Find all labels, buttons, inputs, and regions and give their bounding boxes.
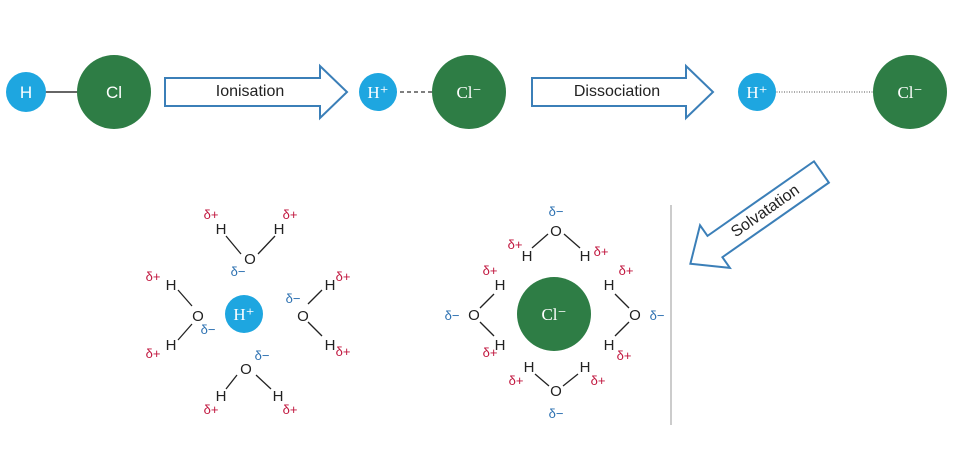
svg-text:δ−: δ− <box>549 406 564 421</box>
svg-text:H: H <box>273 388 284 405</box>
svg-text:O: O <box>192 308 204 325</box>
hydrogen-ion <box>359 73 397 111</box>
svg-text:δ+: δ+ <box>283 207 298 222</box>
water-molecule-top-cl: δ− O H H δ+ δ+ <box>508 204 609 265</box>
chloride-ion-free <box>873 55 947 129</box>
svg-text:δ+: δ+ <box>146 269 161 284</box>
svg-text:H: H <box>216 388 227 405</box>
hydrogen-ion-free <box>738 73 776 111</box>
svg-text:δ+: δ+ <box>283 402 298 417</box>
solvated-chloride-ion <box>517 277 591 351</box>
water-molecule-bottom-cl: H H O δ− δ+ δ+ <box>509 359 606 421</box>
svg-text:δ−: δ− <box>201 322 216 337</box>
hydrogen-atom <box>6 72 46 112</box>
svg-text:O: O <box>240 361 252 378</box>
solvated-chloride-ion-label: Cl⁻ <box>541 305 566 324</box>
dissociation-arrow <box>531 63 715 121</box>
svg-text:δ+: δ+ <box>483 263 498 278</box>
svg-text:H: H <box>216 221 227 238</box>
svg-text:O: O <box>244 251 256 268</box>
chlorine-atom <box>77 55 151 129</box>
svg-text:H: H <box>325 277 336 294</box>
svg-text:O: O <box>550 223 562 240</box>
svg-text:O: O <box>468 307 480 324</box>
water-molecule-bottom: O H H δ− δ+ δ+ <box>204 348 298 417</box>
svg-text:H: H <box>580 359 591 376</box>
hydrogen-ion-free-label: H⁺ <box>746 83 767 102</box>
svg-text:H: H <box>325 337 336 354</box>
svg-text:δ+: δ+ <box>619 263 634 278</box>
svg-text:δ+: δ+ <box>204 402 219 417</box>
chloride-ion-free-label: Cl⁻ <box>897 83 922 102</box>
svg-text:δ+: δ+ <box>146 346 161 361</box>
water-molecule-left: H H O δ+ δ+ δ− <box>146 269 216 361</box>
svg-text:δ+: δ+ <box>204 207 219 222</box>
svg-text:δ+: δ+ <box>336 269 351 284</box>
solvatation-label: Solvatation <box>728 182 803 241</box>
chloride-ion <box>432 55 506 129</box>
svg-text:H: H <box>604 277 615 294</box>
svg-text:H: H <box>495 337 506 354</box>
svg-text:H: H <box>166 337 177 354</box>
hydrogen-ion-label: H⁺ <box>367 83 388 102</box>
ionisation-arrow <box>164 63 349 121</box>
chlorine-label: Cl <box>106 83 122 102</box>
solvatation-arrow <box>689 159 831 270</box>
svg-text:δ+: δ+ <box>594 244 609 259</box>
svg-text:H: H <box>524 359 535 376</box>
svg-text:δ+: δ+ <box>617 348 632 363</box>
solvated-hydrogen-ion-label: H⁺ <box>233 305 254 324</box>
svg-text:δ+: δ+ <box>483 345 498 360</box>
svg-text:H: H <box>274 221 285 238</box>
solvated-hydrogen-ion <box>225 295 263 333</box>
svg-text:H: H <box>604 337 615 354</box>
water-molecule-right-cl: O δ− H H δ+ δ+ <box>604 263 665 363</box>
svg-text:H: H <box>522 248 533 265</box>
svg-text:O: O <box>629 307 641 324</box>
svg-text:O: O <box>297 308 309 325</box>
dissociation-label: Dissociation <box>574 83 660 100</box>
hydrogen-label: H <box>20 83 32 102</box>
ionisation-label: Ionisation <box>216 83 285 100</box>
svg-text:O: O <box>550 383 562 400</box>
svg-text:δ−: δ− <box>255 348 270 363</box>
chloride-ion-label: Cl⁻ <box>456 83 481 102</box>
svg-text:δ+: δ+ <box>509 373 524 388</box>
svg-text:δ+: δ+ <box>591 373 606 388</box>
water-molecule-top: H H O δ+ δ+ δ− <box>204 207 298 279</box>
water-molecule-right: H H O δ+ δ+ δ− <box>286 269 351 359</box>
svg-text:H: H <box>166 277 177 294</box>
svg-text:H: H <box>495 277 506 294</box>
svg-text:H: H <box>580 248 591 265</box>
svg-text:δ−: δ− <box>650 308 665 323</box>
svg-text:δ−: δ− <box>445 308 460 323</box>
water-molecule-left-cl: δ− O H H δ+ δ+ <box>445 263 506 360</box>
svg-text:δ−: δ− <box>549 204 564 219</box>
svg-text:δ+: δ+ <box>336 344 351 359</box>
svg-text:δ−: δ− <box>231 264 246 279</box>
svg-text:δ−: δ− <box>286 291 301 306</box>
svg-text:δ+: δ+ <box>508 237 523 252</box>
